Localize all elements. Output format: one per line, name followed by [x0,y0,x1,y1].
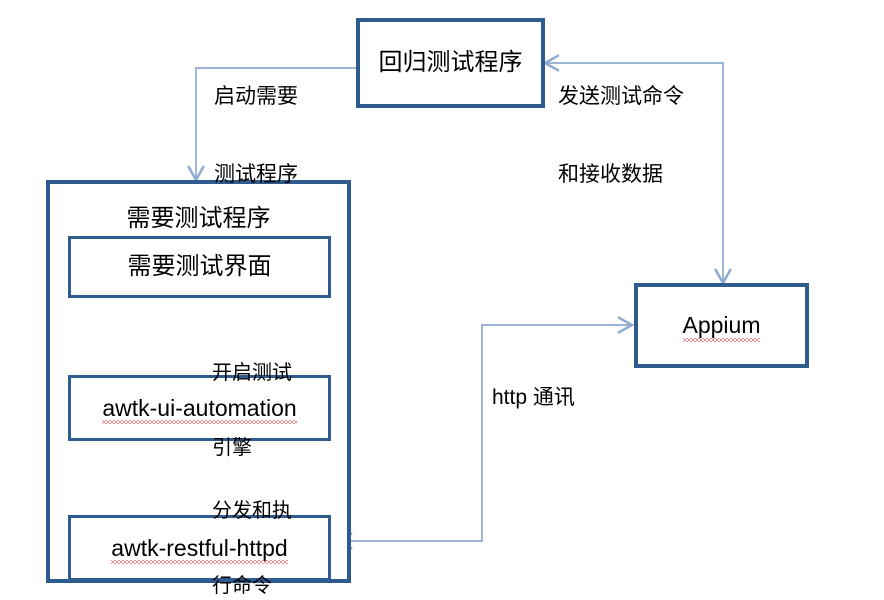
edge-http-comm-line [335,316,635,550]
node-appium-label: Appium [682,312,761,343]
node-regression-test-program[interactable]: 回归测试程序 [356,18,545,108]
edge-label-send-commands: 发送测试命令 和接收数据 [558,30,684,240]
node-awtk-ui-automation[interactable]: awtk-ui-automation [68,375,331,441]
edge-label-start-program-line1: 启动需要 [214,83,298,108]
edge-label-http-comm: http 通讯 [492,386,575,409]
edge-label-start-program: 启动需要 测试程序 [214,30,298,240]
edge-label-send-commands-line1: 发送测试命令 [558,83,684,108]
edge-label-send-commands-line2: 和接收数据 [558,162,663,187]
edge-label-dispatch-exec-line2: 行命令 [212,573,272,597]
edge-label-dispatch-exec-line1: 分发和执 [212,498,292,522]
node-appium[interactable]: Appium [634,283,809,368]
node-program-under-test-container[interactable]: 需要测试程序 需要测试界面 awtk-ui-automation awtk-re… [46,180,351,583]
edge-label-start-engine: 开启测试 引擎 [212,310,292,510]
edge-label-dispatch-exec: 分发和执 行命令 [212,448,292,600]
edge-label-start-engine-line1: 开启测试 [212,360,292,384]
node-program-under-test-title: 需要测试程序 [126,204,271,232]
node-ui-under-test-label: 需要测试界面 [127,252,272,281]
node-awtk-restful-httpd[interactable]: awtk-restful-httpd [68,515,331,581]
edge-label-start-engine-line2: 引擎 [212,435,252,459]
edge-label-start-program-line2: 测试程序 [214,162,298,187]
node-awtk-restful-httpd-label: awtk-restful-httpd [111,534,289,565]
node-regression-test-program-label: 回归测试程序 [378,48,523,77]
node-ui-under-test[interactable]: 需要测试界面 [68,236,331,298]
node-awtk-ui-automation-label: awtk-ui-automation [102,394,297,425]
